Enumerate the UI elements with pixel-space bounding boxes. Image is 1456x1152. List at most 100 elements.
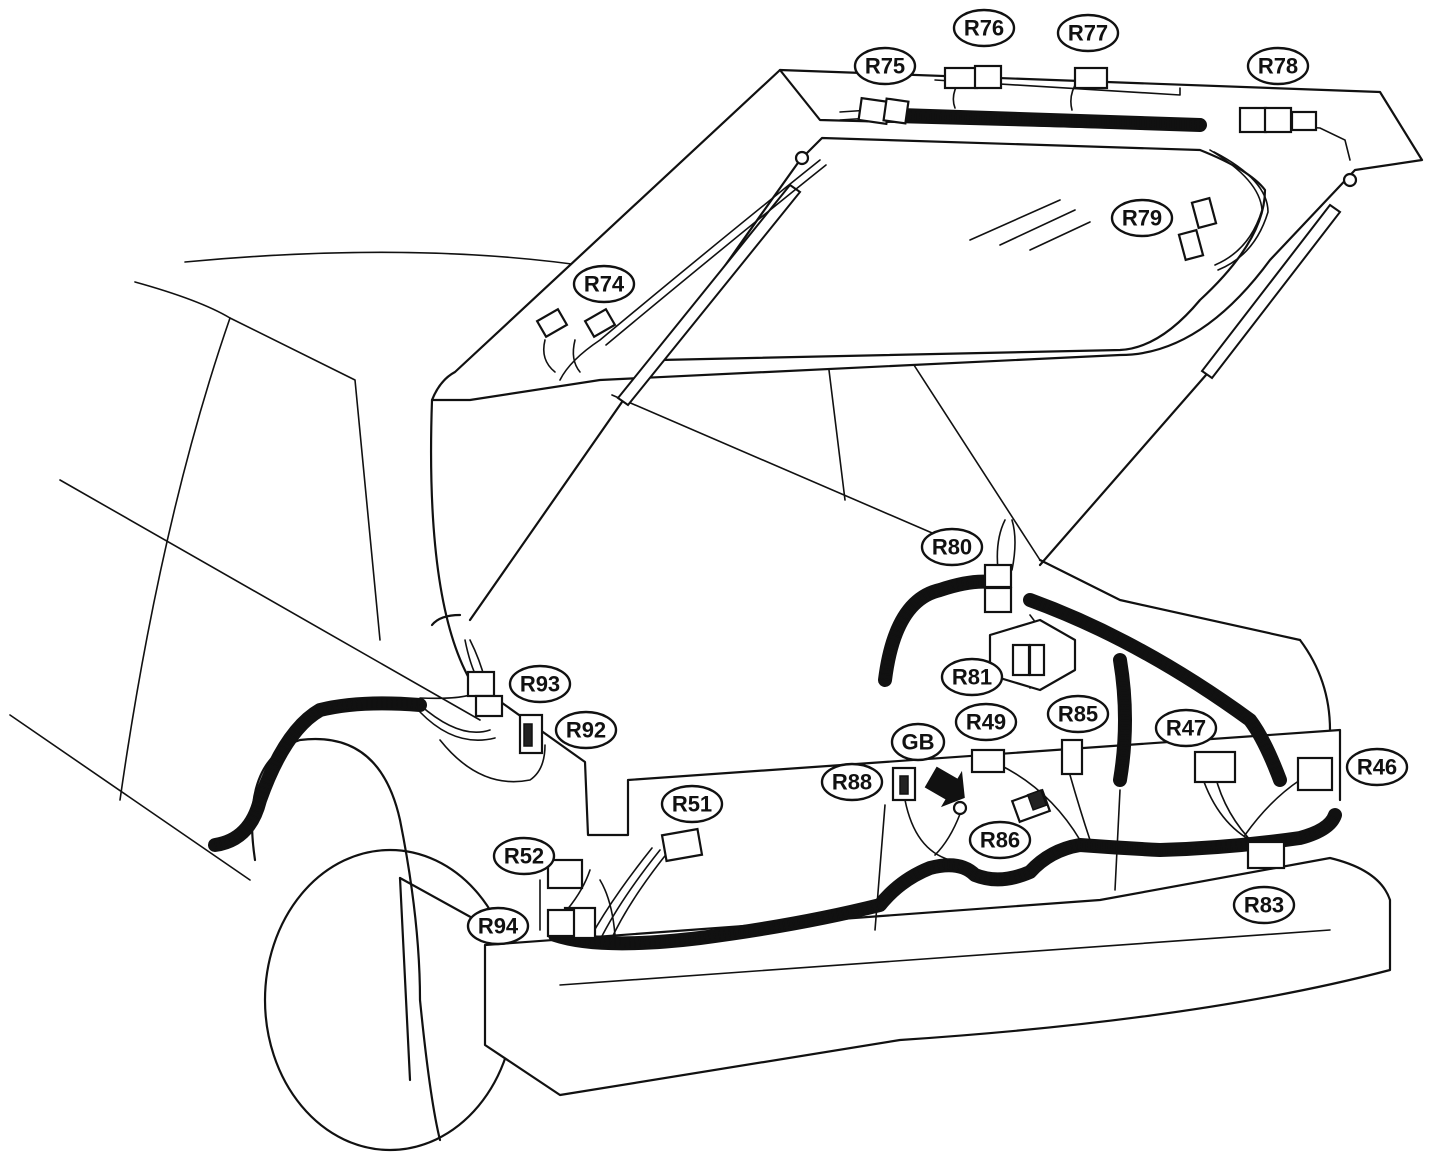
connector-R86 bbox=[1010, 788, 1052, 824]
panel-seam-right bbox=[1114, 789, 1121, 891]
label-R85: R85 bbox=[1046, 694, 1110, 734]
label-R77-text: R77 bbox=[1068, 21, 1108, 46]
wheel-arch bbox=[250, 737, 442, 1142]
label-R94-text: R94 bbox=[478, 914, 519, 939]
right-opening-edge bbox=[911, 361, 1041, 561]
label-GB-text: GB bbox=[902, 730, 935, 755]
c-pillar-line bbox=[119, 317, 231, 801]
interior-pillar-line bbox=[827, 361, 846, 501]
label-R75-text: R75 bbox=[865, 54, 905, 79]
label-R52: R52 bbox=[492, 836, 556, 876]
rear-tire bbox=[263, 848, 517, 1152]
label-R74-text: R74 bbox=[584, 272, 625, 297]
label-R85-text: R85 bbox=[1058, 702, 1098, 727]
connector-R47 bbox=[1193, 750, 1237, 784]
label-R46-text: R46 bbox=[1357, 755, 1397, 780]
left-hinge bbox=[794, 150, 810, 166]
connector-R83 bbox=[1246, 840, 1286, 870]
rear-bumper bbox=[483, 856, 1392, 1097]
label-R46: R46 bbox=[1345, 747, 1409, 787]
label-R77: R77 bbox=[1056, 13, 1120, 53]
glass-reflection-2 bbox=[999, 209, 1076, 246]
label-R94: R94 bbox=[466, 906, 530, 946]
connector-R92 bbox=[518, 713, 544, 755]
connector-R93 bbox=[466, 670, 504, 718]
connector-R81 bbox=[1011, 643, 1046, 677]
label-R51: R51 bbox=[660, 784, 724, 824]
label-R47-text: R47 bbox=[1166, 716, 1206, 741]
body-side-crease bbox=[59, 479, 481, 721]
lower-body-line bbox=[9, 714, 251, 881]
connector-R77 bbox=[1073, 66, 1109, 90]
label-R47: R47 bbox=[1154, 708, 1218, 748]
label-R74: R74 bbox=[572, 264, 636, 304]
roof-line bbox=[184, 251, 601, 269]
liftgate-outer bbox=[430, 68, 1424, 402]
connector-R46 bbox=[1296, 756, 1334, 792]
label-R93-text: R93 bbox=[520, 672, 560, 697]
labels: R76 R77 R75 R78 R79 R74 R80 R81 bbox=[466, 8, 1409, 946]
connector-R80 bbox=[983, 563, 1013, 614]
right-hinge bbox=[1342, 172, 1358, 188]
label-R78: R78 bbox=[1246, 46, 1310, 86]
trunk-lip bbox=[1038, 558, 1302, 642]
right-strut-upper bbox=[1200, 203, 1342, 380]
connector-R49 bbox=[970, 748, 1006, 774]
ground-bolt bbox=[952, 800, 968, 816]
label-R51-text: R51 bbox=[672, 792, 712, 817]
label-R88-text: R88 bbox=[832, 770, 872, 795]
label-R76-text: R76 bbox=[964, 16, 1004, 41]
connector-R88 bbox=[891, 766, 917, 802]
connector-R79 bbox=[1177, 196, 1218, 262]
connector-R75 bbox=[857, 96, 910, 126]
trunk-opening-right bbox=[1298, 638, 1332, 732]
right-strut-rod bbox=[1038, 373, 1208, 567]
label-R92: R92 bbox=[554, 710, 618, 750]
label-R93: R93 bbox=[508, 664, 572, 704]
connectors bbox=[466, 64, 1334, 940]
label-R86: R86 bbox=[968, 820, 1032, 860]
connector-R85 bbox=[1060, 738, 1084, 776]
bumper-top-crease bbox=[559, 929, 1331, 986]
left-quarter-harness bbox=[208, 696, 427, 852]
connector-R76 bbox=[943, 64, 1003, 90]
label-R80-text: R80 bbox=[932, 535, 972, 560]
label-R83-text: R83 bbox=[1244, 893, 1284, 918]
label-R76: R76 bbox=[952, 8, 1016, 48]
vehicle-body bbox=[9, 251, 1392, 1152]
label-R75: R75 bbox=[853, 46, 917, 86]
connector-R51 bbox=[660, 827, 704, 863]
label-R80: R80 bbox=[920, 527, 984, 567]
label-R49-text: R49 bbox=[966, 710, 1006, 735]
label-R86-text: R86 bbox=[980, 828, 1020, 853]
glass-reflection-3 bbox=[1029, 221, 1091, 251]
mudflap-edge bbox=[398, 876, 412, 1082]
connector-R94 bbox=[546, 908, 576, 938]
left-strut-rod bbox=[468, 400, 624, 622]
trunk-left-harness bbox=[878, 574, 997, 687]
label-GB: GB bbox=[890, 722, 946, 762]
ground-arrow-icon bbox=[924, 766, 965, 808]
gas-struts bbox=[430, 183, 1342, 627]
label-R81: R81 bbox=[940, 657, 1004, 697]
glass-reflection-1 bbox=[969, 199, 1061, 241]
label-R92-text: R92 bbox=[566, 718, 606, 743]
label-R79: R79 bbox=[1110, 198, 1174, 238]
harnesses bbox=[208, 79, 1351, 951]
connector-R78 bbox=[1238, 106, 1318, 134]
label-R52-text: R52 bbox=[504, 844, 544, 869]
cargo-floor-line bbox=[611, 394, 961, 546]
label-R79-text: R79 bbox=[1122, 206, 1162, 231]
label-R78-text: R78 bbox=[1258, 54, 1298, 79]
connector-R74 bbox=[535, 307, 617, 339]
left-strut-upper bbox=[616, 183, 802, 407]
spoiler-edge bbox=[934, 79, 1181, 96]
label-R81-text: R81 bbox=[952, 665, 992, 690]
label-R88: R88 bbox=[820, 762, 884, 802]
rear-side-window-outline bbox=[134, 281, 381, 641]
left-strut-mount bbox=[430, 613, 462, 627]
label-R83: R83 bbox=[1232, 885, 1296, 925]
label-R49: R49 bbox=[954, 702, 1018, 742]
